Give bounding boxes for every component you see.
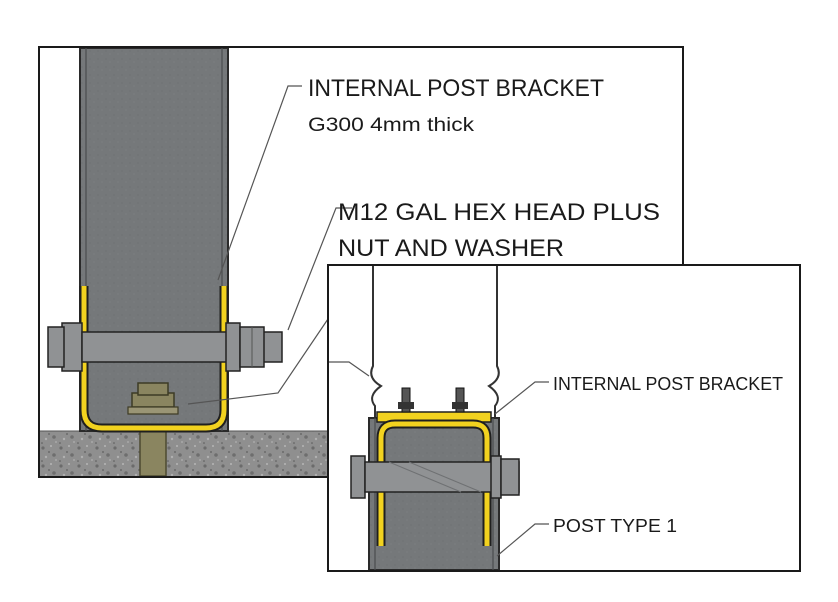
inset-detail-drawing: INTERNAL POST BRACKET POST TYPE 1	[329, 266, 783, 570]
steel-post	[79, 48, 229, 432]
stud-nut-left	[398, 402, 414, 409]
bolt-nut	[500, 458, 520, 496]
stud-right	[455, 387, 465, 413]
bracket-leader-line	[217, 85, 302, 281]
bolt-label-line1: M12 GAL HEX HEAD PLUS	[338, 199, 660, 226]
bolt-washer	[490, 455, 502, 499]
bracket-leader-line	[494, 381, 549, 415]
bolt-head	[47, 326, 65, 368]
stud-nut-right	[452, 402, 468, 409]
anchor-washer	[127, 406, 179, 415]
continuation-leader-line	[329, 361, 370, 377]
inset-detail-panel: INTERNAL POST BRACKET POST TYPE 1	[327, 264, 801, 572]
post-wall-left-upper	[370, 266, 383, 418]
bolt-washer-right	[225, 322, 241, 372]
internal-post-bracket	[378, 421, 490, 546]
bolt-head	[350, 455, 366, 499]
main-detail-panel: INTERNAL POST BRACKET G300 4mm thick M12…	[38, 46, 684, 478]
inset-post-label: POST TYPE 1	[553, 516, 677, 536]
bolt-hatch-1	[388, 461, 462, 493]
inset-bracket-label: INTERNAL POST BRACKET	[553, 374, 783, 394]
bracket-label-line1: INTERNAL POST BRACKET	[308, 75, 604, 102]
internal-post-bracket	[81, 286, 227, 431]
stud-left	[401, 387, 411, 413]
bolt-washer-left	[61, 322, 83, 372]
bolt-hatch-2	[408, 461, 482, 493]
bolt-label-line2: NUT AND WASHER	[338, 235, 564, 262]
post-wall-right-upper	[487, 266, 500, 418]
post-leader-line	[496, 523, 549, 557]
bracket-label-line2: G300 4mm thick	[308, 115, 475, 136]
post-body-lower	[368, 417, 500, 570]
anchor-leader-line	[187, 315, 331, 405]
bolt-leader-line	[287, 207, 352, 331]
anchor-rod-top	[137, 382, 169, 396]
